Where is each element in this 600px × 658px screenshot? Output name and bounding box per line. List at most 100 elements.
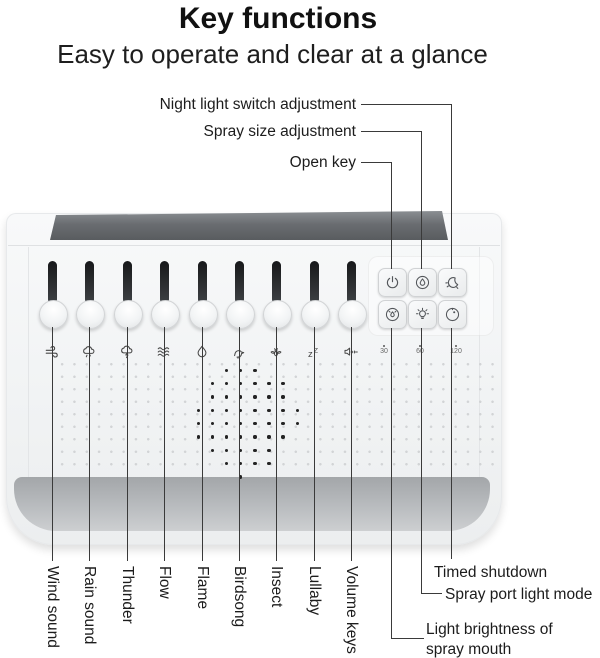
speaker-dark-dot (239, 461, 243, 466)
speaker-dark-dot (295, 422, 299, 426)
slider-label-lullaby: Lullaby (306, 566, 323, 616)
speaker-dark-dot (253, 422, 257, 426)
callout-light-brightness: Light brightness of spray mouth (426, 621, 553, 658)
slider-slot-thunder (122, 261, 132, 304)
slider-label-insect: Insect (268, 566, 285, 608)
spray-size-button (408, 268, 437, 297)
brightness-button (408, 300, 437, 329)
device-seam (8, 245, 500, 246)
speaker-dark-dot (281, 382, 285, 386)
speaker-dark-dot (239, 475, 243, 479)
speaker-dark-dot (225, 408, 229, 413)
timer-button (438, 300, 467, 329)
callout-line-lullaby (314, 327, 315, 561)
speaker-dark-dot (239, 422, 243, 426)
speaker-dark-dot (239, 408, 243, 413)
speaker-dark-dot (225, 422, 229, 426)
speaker-dark-dot (225, 461, 229, 466)
speaker-dark-dot (225, 368, 229, 373)
night-light-button (438, 268, 467, 297)
callout-line-flame (202, 327, 203, 561)
slider-label-thunder: Thunder (119, 566, 136, 624)
speaker-dark-dot (210, 422, 215, 426)
callout-line-spray-size (361, 131, 421, 132)
callout-line-spray-port-light (421, 328, 422, 594)
brightness-icon (415, 307, 430, 319)
timer-mark-30: 30 (373, 345, 395, 356)
spray-port-light-button (378, 300, 407, 329)
spray-size-icon (415, 275, 430, 290)
timer-mark-60: 60 (409, 345, 431, 356)
slider-slot-volume-keys (346, 261, 356, 304)
speaker-dark-dot (239, 382, 243, 386)
slider-knob-flame (188, 300, 218, 329)
speaker-dark-dot (239, 368, 243, 373)
slider-label-rain-sound: Rain sound (81, 566, 98, 645)
callout-timed-shutdown: Timed shutdown (434, 564, 548, 581)
slider-label-flame: Flame (194, 566, 211, 610)
slider-label-flow: Flow (156, 566, 173, 599)
callout-line-spray-size (421, 131, 422, 269)
callout-line-night-light (451, 104, 452, 269)
power-icon (386, 276, 399, 289)
slider-label-volume-keys: Volume keys (343, 566, 360, 654)
flow-icon (157, 347, 170, 357)
timer-tick-dot (419, 345, 421, 347)
slider-knob-volume-keys (337, 300, 367, 329)
slider-slot-flame (197, 261, 207, 304)
speaker-dark-dot (253, 382, 257, 386)
slider-slot-flow (159, 261, 169, 304)
callout-spray-size: Spray size adjustment (203, 123, 357, 140)
speaker-dark-dot (253, 461, 257, 466)
device-top-opening (50, 211, 448, 240)
callout-line-open-key (391, 162, 392, 269)
speaker-dark-dot (267, 395, 271, 399)
spray-port-light-icon (385, 307, 400, 322)
speaker-dark-dot (253, 435, 257, 439)
slider-slot-insect (271, 261, 281, 304)
speaker-dark-dot (267, 382, 271, 386)
svg-text:Z: Z (314, 348, 318, 355)
speaker-dark-dot (225, 448, 229, 452)
slider-slot-rain-sound (84, 261, 94, 304)
power-button (378, 268, 407, 297)
speaker-dark-dot (267, 422, 271, 426)
speaker-dark-dot (267, 435, 271, 439)
speaker-dark-dot (281, 395, 285, 399)
timer-mark-label: 120 (450, 348, 462, 355)
speaker-dark-dot (253, 408, 257, 413)
callout-night-light-switch: Night light switch adjustment (159, 96, 356, 113)
timer-icon (445, 307, 460, 322)
slider-knob-rain-sound (75, 300, 105, 329)
speaker-dark-dot (225, 382, 229, 386)
speaker-dark-dot (225, 435, 229, 439)
page-title: Key functions (178, 2, 378, 35)
speaker-dark-dot (196, 408, 201, 413)
callout-line-flow (164, 327, 165, 561)
slider-knob-insect (262, 300, 292, 329)
callout-line-open-key (361, 162, 391, 163)
speaker-dark-dot (281, 435, 285, 439)
slider-label-wind-sound: Wind sound (44, 566, 61, 648)
speaker-dark-dot (225, 395, 229, 399)
flow-icon (157, 345, 171, 359)
callout-line-rain-sound (89, 327, 90, 561)
slider-knob-flow (150, 300, 180, 329)
svg-text:z: z (308, 349, 313, 359)
callout-spray-port-light-mode: Spray port light mode (445, 586, 593, 603)
speaker-dark-dot (281, 408, 285, 413)
timer-tick-dot (455, 345, 457, 347)
speaker-dark-dot (281, 422, 285, 426)
timer-mark-label: 30 (380, 348, 388, 355)
speaker-dark-dot (267, 448, 271, 452)
callout-line-insect (276, 327, 277, 561)
speaker-dark-dot (267, 408, 271, 413)
speaker-dark-dot (295, 408, 299, 413)
night-light-icon (445, 277, 459, 289)
slider-knob-thunder (113, 300, 143, 329)
callout-line-brightness (391, 638, 424, 639)
slider-slot-wind-sound (47, 261, 57, 304)
